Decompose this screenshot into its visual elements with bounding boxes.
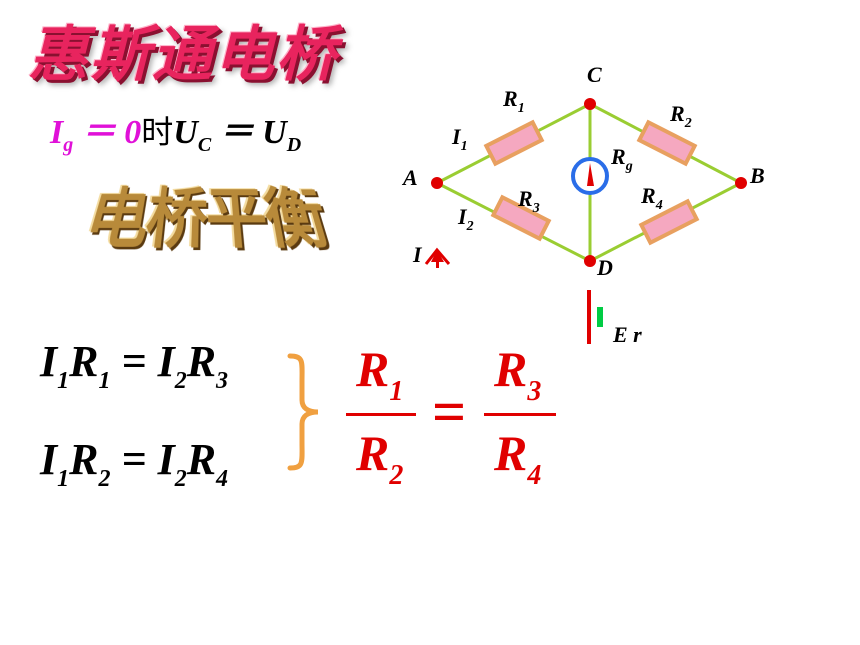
uc-symbol: UC (173, 114, 212, 156)
equation-2: I1R2 = I2R4 (40, 435, 229, 492)
current-arrow-icon (431, 250, 444, 268)
label-r1: R1 (502, 86, 525, 116)
label-node-c: C (587, 62, 602, 87)
slide-title: 惠斯通电桥 (28, 20, 338, 90)
label-node-d: D (596, 255, 613, 280)
label-node-a: A (401, 165, 418, 190)
label-r2: R2 (669, 101, 692, 131)
label-source: E r (612, 322, 642, 347)
fraction-2-bar (484, 413, 556, 416)
resistor-r4 (638, 198, 700, 246)
label-i2: I2 (457, 204, 474, 234)
when-text: 时 (141, 113, 174, 151)
current-arrow-head (424, 247, 451, 265)
equation-1: I1R1 = I2R3 (40, 337, 229, 394)
ud-symbol: UD (262, 114, 302, 156)
node-b (735, 177, 747, 189)
label-r3: R3 (517, 186, 540, 216)
battery-long-plate (587, 290, 591, 344)
result-equals: = (432, 379, 467, 445)
ig-zero: ＝ 0 (81, 114, 142, 151)
node-d (584, 255, 596, 267)
curly-brace-icon (287, 353, 319, 471)
label-node-b: B (749, 163, 765, 188)
node-c (584, 98, 596, 110)
label-i1: I1 (451, 124, 468, 154)
battery-short-plate (597, 307, 603, 327)
resistor-r2 (636, 119, 698, 167)
label-r4: R4 (640, 183, 663, 213)
balance-condition: Ig ＝ 0时UC ＝ UD (50, 104, 301, 157)
fraction-2-numerator: R3 (494, 341, 542, 407)
galvanometer-needle (587, 163, 594, 186)
resistor-r3 (490, 194, 552, 242)
label-i-total: I (412, 242, 423, 267)
resistor-r1 (483, 119, 545, 167)
fraction-2-denominator: R4 (494, 425, 542, 491)
equals-sign: ＝ (219, 114, 254, 151)
fraction-1-bar (346, 413, 416, 416)
ig-symbol: Ig (50, 114, 74, 156)
label-rg: Rg (610, 144, 633, 174)
node-a (431, 177, 443, 189)
fraction-1-numerator: R1 (356, 341, 404, 407)
fraction-1-denominator: R2 (356, 425, 404, 491)
